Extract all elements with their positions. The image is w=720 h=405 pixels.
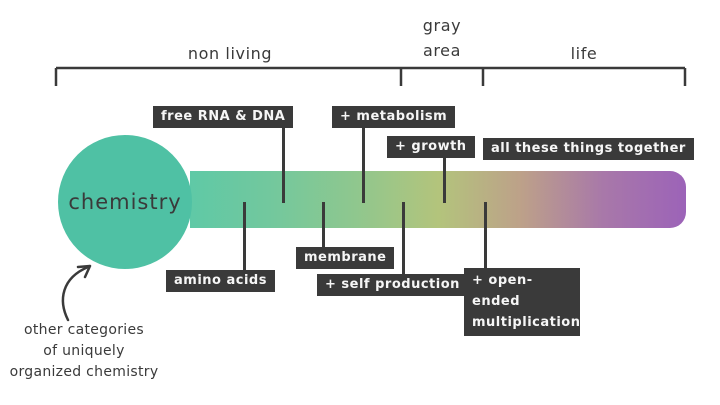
annotation-other-chemistry: other categories of uniquely organized c… (8, 320, 160, 383)
section-label-non-living: non living (187, 44, 273, 63)
connector-line (402, 202, 405, 275)
annotation-line: organized chemistry (9, 364, 159, 380)
tag-growth: + growth (387, 136, 475, 159)
chemistry-circle: chemistry (58, 135, 192, 269)
annotation-line: of uniquely (43, 343, 125, 359)
tag-open-ended-multiplication: + open-ended multiplication (464, 268, 580, 337)
spectrum-bar (190, 171, 686, 228)
connector-line (243, 202, 246, 272)
curved-arrow-icon (61, 264, 92, 322)
connector-line (443, 156, 446, 203)
tag-membrane: membrane (296, 247, 395, 270)
tag-amino-acids: amino acids (166, 270, 275, 293)
section-label-gray-area: gray area (422, 16, 462, 60)
connector-line (484, 202, 487, 270)
tag-all-things-together: all these things together (483, 138, 694, 161)
connector-line (322, 202, 325, 248)
tag-free-rna-dna: free RNA & DNA (153, 106, 294, 129)
tag-self-production: + self production (317, 274, 468, 297)
annotation-line: other categories (24, 322, 144, 338)
chemistry-label: chemistry (68, 190, 182, 214)
section-label-life: life (570, 44, 598, 63)
tag-metabolism: + metabolism (332, 106, 456, 129)
connector-line (362, 126, 365, 203)
connector-line (282, 126, 285, 203)
